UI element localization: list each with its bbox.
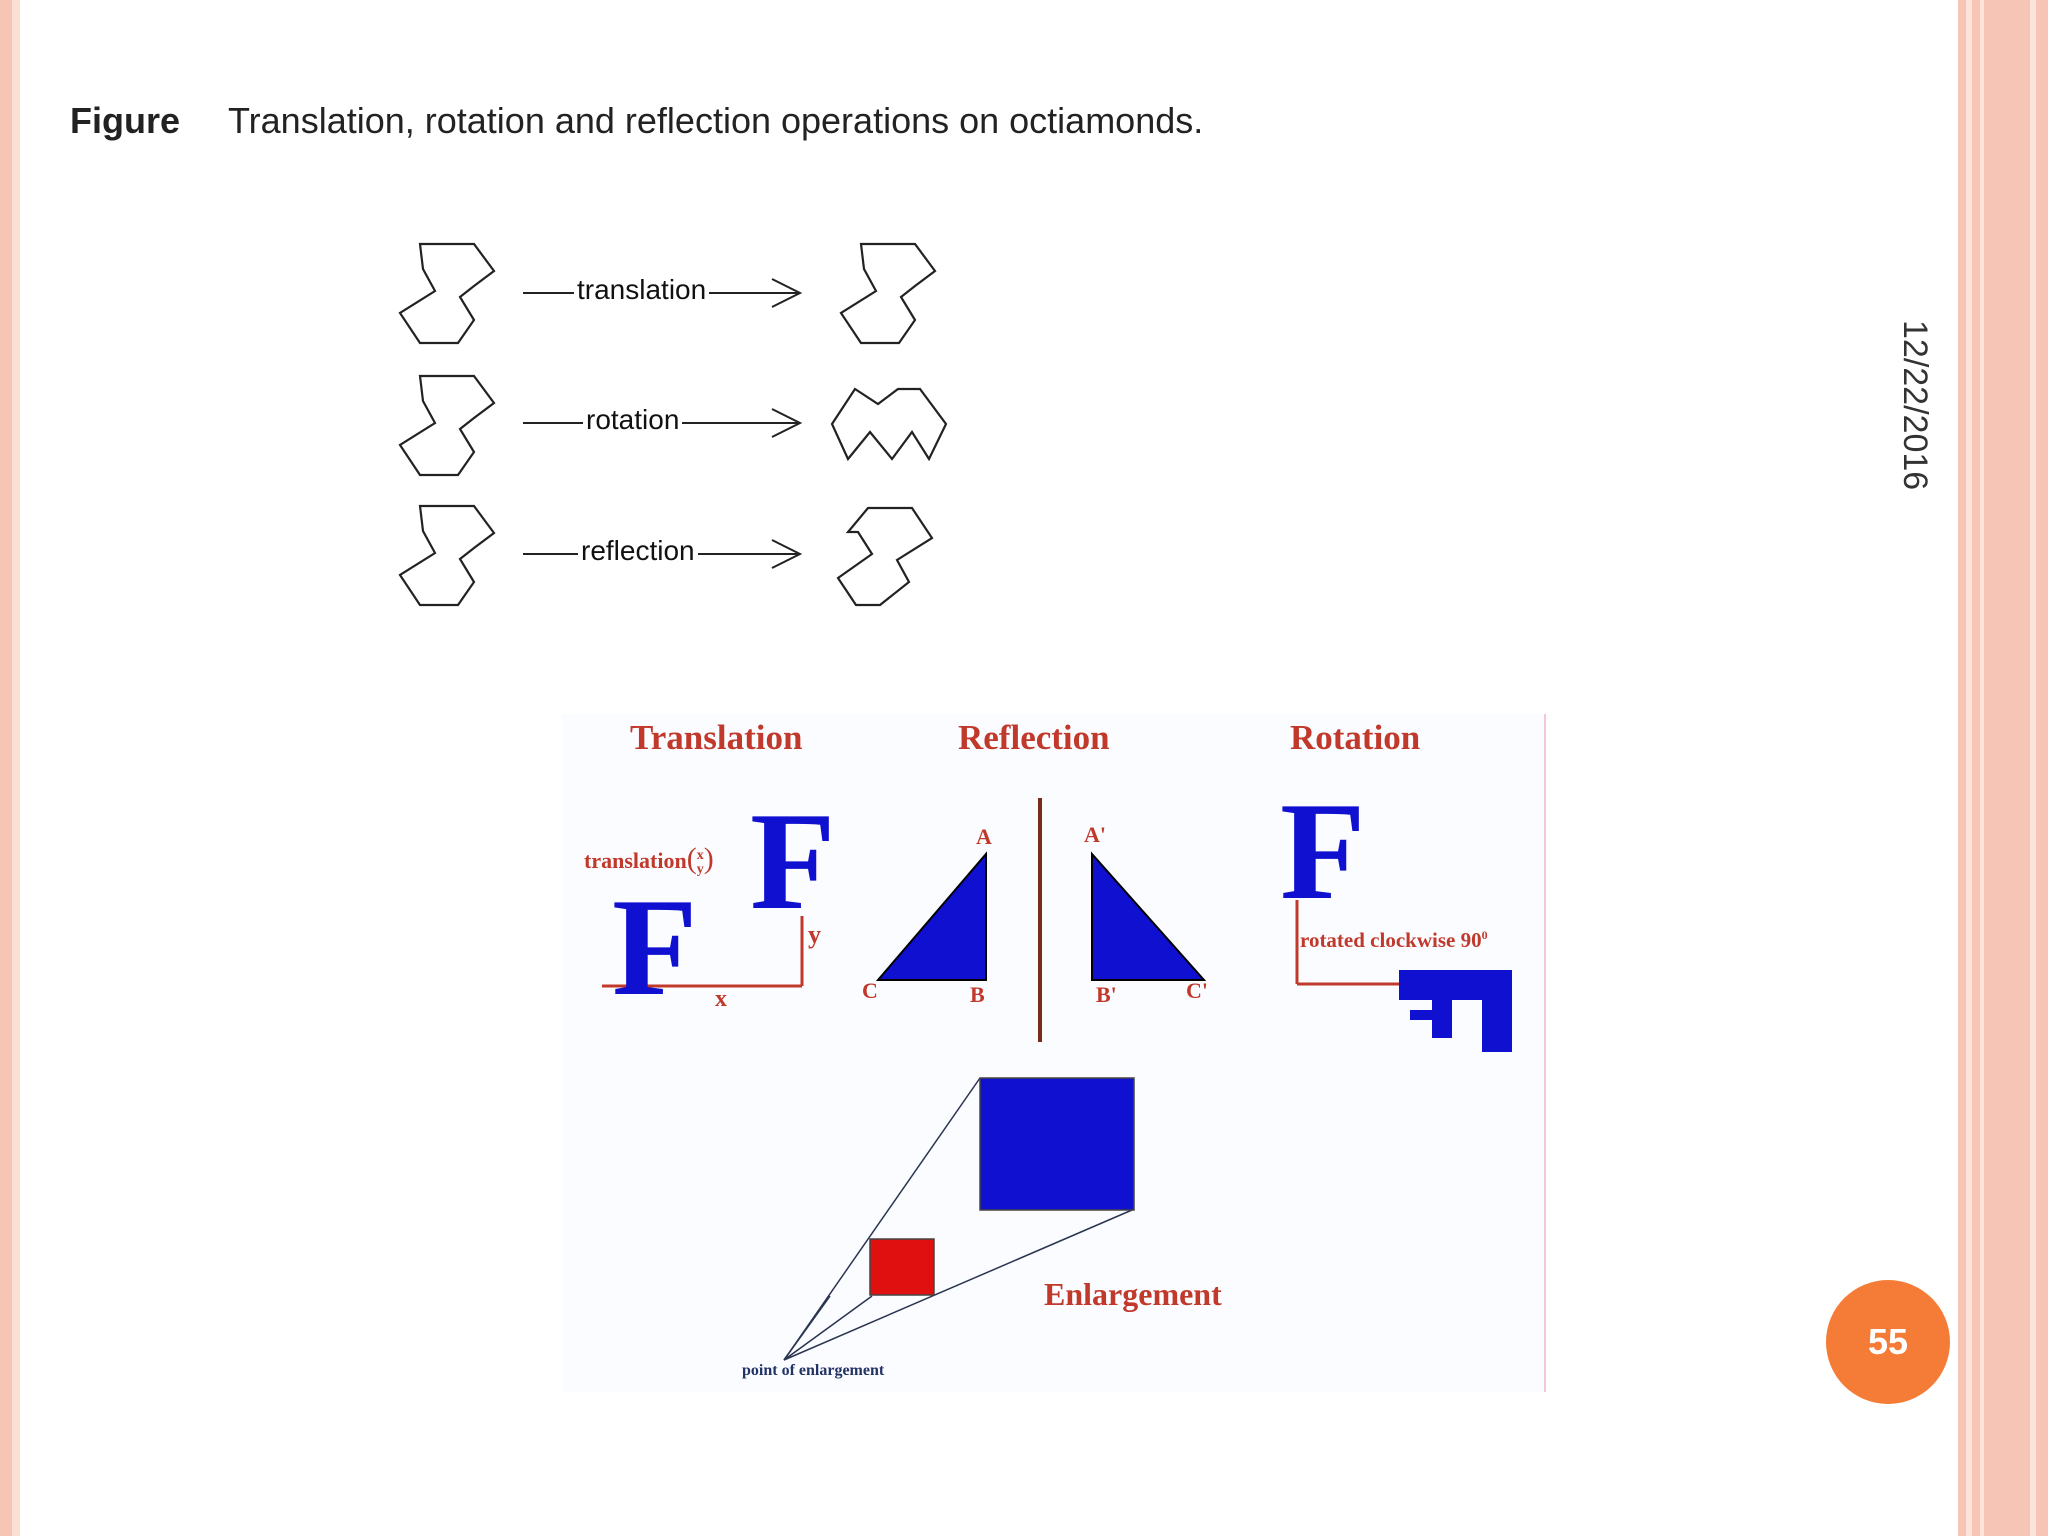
octiamond-original-1 <box>398 242 496 345</box>
title-reflection: Reflection <box>958 718 1110 757</box>
letter-f-rotation-original: F <box>1280 774 1366 929</box>
vertex-a-prime: A' <box>1084 822 1106 847</box>
translation-vector-close: ) <box>703 842 714 875</box>
vertex-b-prime: B' <box>1096 982 1117 1007</box>
slide-date: 12/22/2016 <box>1896 320 1934 491</box>
triangle-original <box>875 851 987 981</box>
enlargement-rays <box>783 1077 1133 1361</box>
vertex-c: C <box>862 978 878 1003</box>
title-rotation: Rotation <box>1290 718 1421 757</box>
right-border-stripe-1 <box>1966 0 1972 1536</box>
original-square <box>869 1238 935 1296</box>
transformations-panel: Translation Reflection Rotation <box>562 714 1546 1392</box>
operation-label-reflection: reflection <box>578 535 698 567</box>
octiamond-original-3 <box>398 504 496 607</box>
translation-vector-x: x <box>696 847 704 863</box>
rotation-axes <box>1295 900 1400 986</box>
rotated-letter-f <box>1399 970 1512 1052</box>
title-translation: Translation <box>630 718 803 757</box>
left-border-inner <box>12 0 20 1536</box>
octiamond-translated <box>839 242 937 345</box>
right-border-stripe-2 <box>1980 0 1984 1536</box>
translation-axis-y: y <box>808 920 821 949</box>
octiamond-rotated <box>830 387 948 462</box>
triangle-reflected <box>1091 851 1207 981</box>
translation-label-text: translation <box>584 848 687 873</box>
enlarged-square <box>979 1077 1135 1211</box>
octiamond-original-2 <box>398 374 496 477</box>
title-enlargement: Enlargement <box>1044 1276 1222 1312</box>
slide-number-badge: 55 <box>1826 1280 1950 1404</box>
figure-caption-text: Translation, rotation and reflection ope… <box>228 100 1204 141</box>
right-border-stripe-3 <box>2030 0 2036 1536</box>
figure-label: Figure <box>70 100 181 141</box>
rotation-caption: rotated clockwise 900 <box>1300 928 1488 953</box>
translation-axis-x: x <box>715 986 727 1012</box>
figure-caption: Figure Translation, rotation and reflecti… <box>70 100 1203 142</box>
translation-vector-y: y <box>696 861 704 877</box>
rotation-degree: 0 <box>1481 928 1488 942</box>
octiamond-reflected <box>836 506 934 607</box>
octiamond-figure <box>398 242 948 607</box>
vertex-a: A <box>976 824 992 849</box>
left-border-outer <box>0 0 12 1536</box>
transformations-drawing <box>602 798 1512 1361</box>
vertex-b: B <box>970 982 985 1007</box>
translation-vector-open: ( <box>686 842 697 875</box>
vertex-c-prime: C' <box>1186 978 1208 1003</box>
translation-axes <box>602 916 804 988</box>
point-of-enlargement-label: point of enlargement <box>742 1362 885 1379</box>
operation-label-translation: translation <box>574 274 710 306</box>
letter-f-original: F <box>612 870 698 1025</box>
operation-label-rotation: rotation <box>583 404 683 436</box>
rotation-caption-text: rotated clockwise 90 <box>1300 928 1482 952</box>
letter-f-translated: F <box>750 784 836 939</box>
